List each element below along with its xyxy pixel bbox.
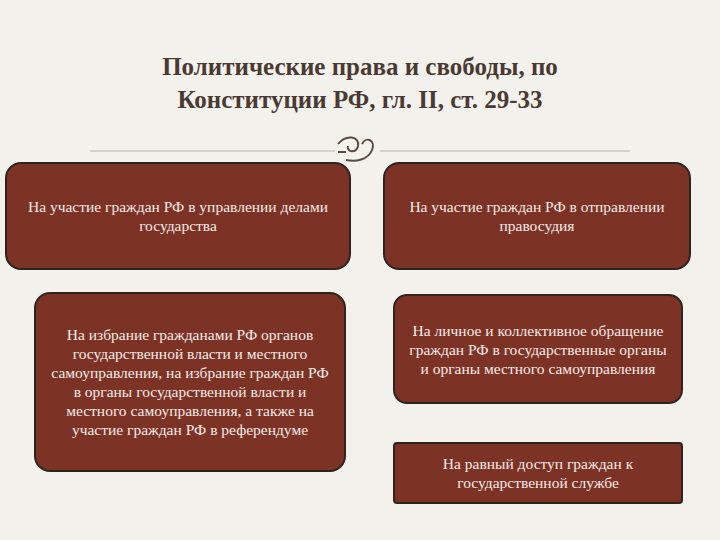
box-text: На участие граждан РФ в отправлении прав… xyxy=(395,197,679,235)
box-text: На личное и коллективное обращение гражд… xyxy=(405,321,671,378)
right-box: На равный доступ граждан к государственн… xyxy=(393,442,683,504)
flourish-ornament xyxy=(338,137,373,160)
right-box: На участие граждан РФ в отправлении прав… xyxy=(383,162,691,270)
right-box: На личное и коллективное обращение гражд… xyxy=(393,294,683,404)
right-box: На участие граждан РФ в управлении делам… xyxy=(5,162,351,270)
box-text: На равный доступ граждан к государственн… xyxy=(405,454,671,492)
box-text: На участие граждан РФ в управлении делам… xyxy=(17,197,339,235)
box-text: На избрание гражданами РФ органов госуда… xyxy=(46,325,334,439)
right-box: На избрание гражданами РФ органов госуда… xyxy=(34,292,346,472)
diagram-title: Политические права и свободы, по Констит… xyxy=(100,50,620,116)
divider-line xyxy=(90,151,630,152)
